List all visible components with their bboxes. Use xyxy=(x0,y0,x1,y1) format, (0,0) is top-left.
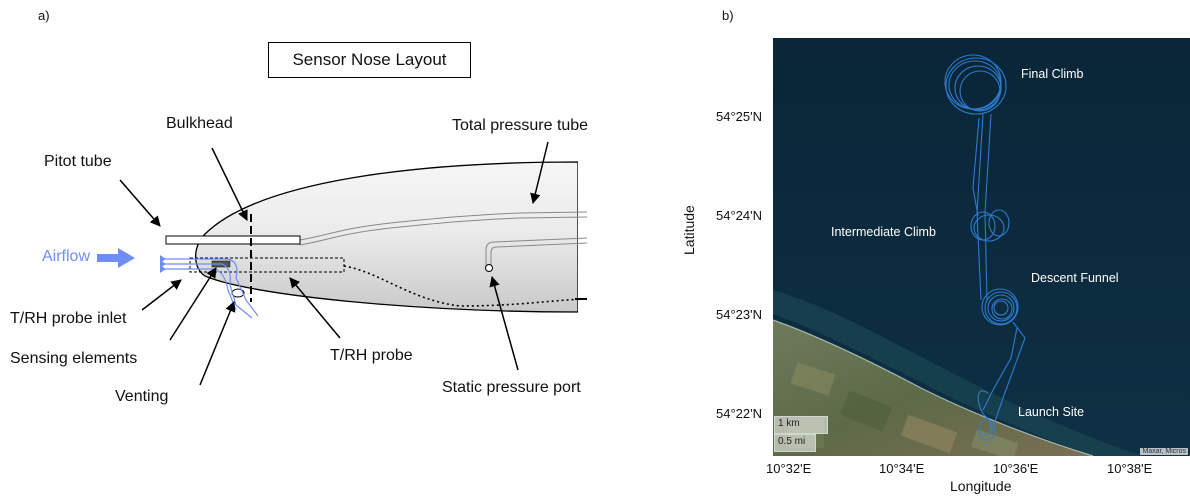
annotation-intermediate-climb: Intermediate Climb xyxy=(831,225,936,239)
arrow-pitot xyxy=(119,179,161,227)
label-venting: Venting xyxy=(115,388,169,405)
trh-probe-housing xyxy=(189,257,345,273)
flight-track xyxy=(944,54,1026,441)
label-sensing-elements: Sensing elements xyxy=(10,350,138,367)
label-pitot-tube: Pitot tube xyxy=(44,153,112,170)
sensor-nose-diagram xyxy=(97,141,588,386)
x-axis-title: Longitude xyxy=(950,478,1012,494)
label-trh-probe: T/RH probe xyxy=(330,347,413,364)
label-bulkhead: Bulkhead xyxy=(166,115,233,132)
lon-tick-4: 10°38'E xyxy=(1107,461,1153,476)
diagram-title: Sensor Nose Layout xyxy=(268,42,471,78)
panel-b-label: b) xyxy=(722,8,734,23)
satellite-map: Final Climb Intermediate Climb Descent F… xyxy=(773,38,1190,456)
lon-tick-3: 10°36'E xyxy=(993,461,1039,476)
label-trh-probe-inlet: T/RH probe inlet xyxy=(10,310,127,327)
lat-tick-2: 54°24'N xyxy=(716,208,762,223)
static-pressure-port xyxy=(485,264,493,272)
annotation-final-climb: Final Climb xyxy=(1021,67,1084,81)
airflow-label: Airflow xyxy=(42,248,91,265)
map-imagery xyxy=(773,38,1190,456)
arrow-inlet xyxy=(141,279,182,311)
lat-tick-1: 54°25'N xyxy=(716,109,762,124)
arrow-bulkhead xyxy=(211,147,248,221)
panel-a-label: a) xyxy=(38,8,50,23)
scale-km: 1 km xyxy=(774,416,828,434)
y-axis-title: Latitude xyxy=(681,205,697,255)
label-total-pressure-tube: Total pressure tube xyxy=(452,117,589,134)
map-attribution: Maxar, Micros xyxy=(1140,448,1188,455)
arrow-trh-probe xyxy=(289,277,341,339)
arrow-total-pressure xyxy=(530,141,549,205)
annotation-launch-site: Launch Site xyxy=(1018,405,1085,419)
arrow-sensing xyxy=(169,267,217,341)
arrow-venting xyxy=(199,301,236,386)
lat-tick-3: 54°23'N xyxy=(716,307,762,322)
nose-body xyxy=(194,161,579,313)
airflow-arrow xyxy=(97,248,135,268)
total-pressure-tube xyxy=(299,211,588,241)
annotation-descent-funnel: Descent Funnel xyxy=(1031,271,1119,285)
lon-tick-2: 10°34'E xyxy=(879,461,925,476)
scale-mi: 0.5 mi xyxy=(774,434,816,452)
static-pressure-tube xyxy=(485,237,588,266)
pitot-tube xyxy=(165,235,301,245)
arrow-static-port xyxy=(489,275,519,371)
lon-tick-1: 10°32'E xyxy=(766,461,812,476)
lat-tick-4: 54°22'N xyxy=(716,406,762,421)
label-static-pressure-port: Static pressure port xyxy=(442,379,581,396)
